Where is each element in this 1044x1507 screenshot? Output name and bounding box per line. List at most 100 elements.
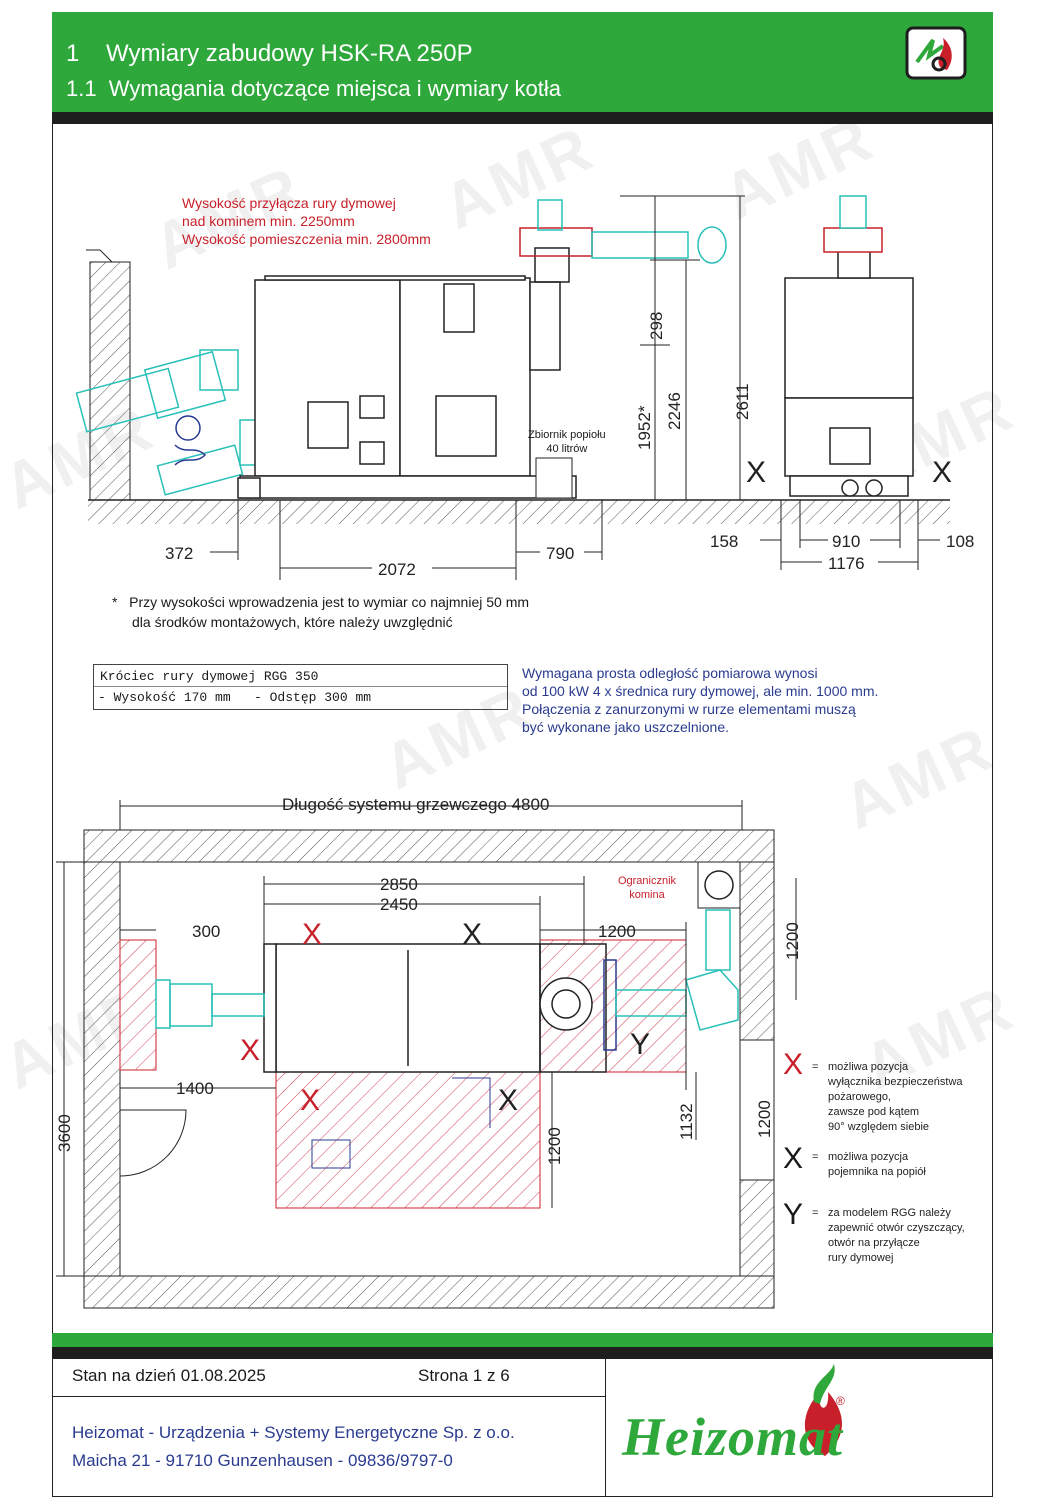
dim-300: 300 [192, 922, 220, 941]
note-line: od 100 kW 4 x średnica rury dymowej, ale… [522, 683, 879, 699]
ash-tank [535, 457, 573, 499]
flue-nozzle-box: Króciec rury dymowej RGG 350 - Wysokość … [93, 664, 508, 710]
boiler-side-view [237, 275, 577, 499]
legend-eq: = [812, 1061, 819, 1073]
dim-1200-right: 1200 [755, 1100, 774, 1138]
boiler-plan-view [263, 943, 617, 1073]
room-wall-right-top [739, 861, 775, 1041]
dim-2611: 2611 [733, 383, 752, 420]
legend-line: otwór na przyłącze [828, 1237, 920, 1249]
brand-wordmark: Heizomat [622, 1407, 843, 1467]
dim-2072: 2072 [378, 560, 416, 579]
legend-line: wyłącznika bezpieczeństwa [828, 1076, 963, 1088]
box-title: Króciec rury dymowej RGG 350 [100, 669, 319, 684]
flue-height-note: Wysokość przyłącza rury dymowej nad komi… [182, 194, 431, 248]
legend-line: zapewnić otwór czyszczący, [828, 1222, 965, 1234]
ash-tank-line: 40 litrów [546, 443, 588, 455]
dim-790: 790 [546, 544, 574, 563]
note-line: Wysokość przyłącza rury dymowej [182, 195, 396, 211]
ash-tank-label: Zbiornik popiołu 40 litrów [528, 428, 606, 456]
dim-1176: 1176 [828, 554, 865, 573]
revision-date: Stan na dzień 01.08.2025 [72, 1366, 266, 1385]
footer-divider [52, 1396, 605, 1397]
heizomat-flame-icon [804, 1364, 842, 1456]
legend-line: możliwa pozycja [828, 1061, 909, 1073]
footnote-line: * Przy wysokości wprowadzenia jest to wy… [112, 594, 530, 610]
legend-line: za modelem RGG należy [828, 1207, 951, 1219]
company-name: Heizomat - Urządzenia + Systemy Energety… [72, 1423, 515, 1442]
header-dark-bar [52, 112, 993, 124]
legend-eq: = [812, 1151, 819, 1163]
black-x-marker: X [498, 1084, 518, 1117]
legend-black-x: X [783, 1142, 804, 1175]
header-band: 1 Wymiary zabudowy HSK-RA 250P 1.1 Wymag… [52, 12, 993, 112]
footnote-line: dla środków montażowych, które należy uw… [132, 614, 453, 630]
y-marker: Y [630, 1028, 650, 1061]
red-x-marker: X [300, 1084, 320, 1117]
clearance-left [119, 939, 157, 1071]
footer-vertical-divider [605, 1359, 606, 1497]
legend-line: pojemnika na popiół [828, 1166, 926, 1178]
dim-1200-top: 1200 [598, 922, 636, 941]
room-wall-left [83, 861, 121, 1277]
footnote: * Przy wysokości wprowadzenia jest to wy… [112, 592, 529, 632]
note-line: Wysokość pomieszczenia min. 2800mm [182, 231, 431, 247]
subsection-title: 1.1 Wymagania dotyczące miejsca i wymiar… [66, 76, 561, 101]
dim-298: 298 [647, 312, 666, 340]
section-title: 1 Wymiary zabudowy HSK-RA 250P [66, 40, 473, 67]
note-line: Połączenia z zanurzonymi w rurze element… [522, 701, 856, 717]
box-divider [94, 686, 507, 687]
room-wall-bottom [83, 1275, 775, 1309]
dim-2850: 2850 [380, 875, 418, 894]
measurement-note: Wymagana prosta odległość pomiarowa wyno… [522, 664, 878, 736]
chimney-flue-icon [704, 870, 734, 900]
dim-372: 372 [165, 544, 193, 563]
legend-red-x-text: możliwa pozycja wyłącznika bezpieczeństw… [828, 1060, 963, 1135]
legend-line: zawsze pod kątem [828, 1106, 920, 1118]
legend-line: 90° względem siebie [828, 1121, 930, 1133]
note-line: być wykonane jako uszczelnione. [522, 719, 730, 735]
limiter-line: Ogranicznik [617, 875, 677, 887]
boiler-front-view [784, 195, 914, 497]
dim-108: 108 [946, 532, 974, 551]
dim-2246: 2246 [665, 392, 684, 430]
limiter-line: komina [629, 889, 665, 901]
dim-1400: 1400 [176, 1079, 214, 1098]
note-line: Wymagana prosta odległość pomiarowa wyno… [522, 665, 818, 681]
dim-1132: 1132 [677, 1103, 696, 1140]
x-marker: X [746, 456, 766, 489]
dim-158: 158 [710, 532, 738, 551]
legend-eq: = [812, 1207, 819, 1219]
registered-mark: ® [836, 1394, 845, 1408]
heizomat-emblem-icon [905, 26, 967, 80]
black-x-marker: X [462, 918, 482, 951]
dim-3600: 3600 [55, 1114, 74, 1152]
floor-hatch [88, 500, 950, 524]
legend-red-x: X [783, 1048, 804, 1081]
red-x-marker: X [240, 1034, 260, 1067]
red-x-marker: X [302, 918, 322, 951]
page-number: Strona 1 z 6 [418, 1366, 510, 1385]
dim-2450: 2450 [380, 895, 418, 914]
chimney-limiter-label: Ogranicznik komina [612, 874, 682, 902]
box-line: - Wysokość 170 mm - Odstęp 300 mm [98, 690, 372, 705]
dim-1952: 1952* [635, 405, 654, 450]
footer-green-bar [52, 1333, 993, 1347]
legend-y-text: za modelem RGG należy zapewnić otwór czy… [828, 1206, 965, 1266]
legend-line: rury dymowej [828, 1252, 894, 1264]
ash-tank-line: Zbiornik popiołu [528, 429, 606, 441]
legend-y: Y [783, 1198, 804, 1231]
dim-1200-bottom: 1200 [545, 1127, 564, 1165]
plan-title: Długość systemu grzewczego 4800 [282, 795, 549, 814]
legend-line: możliwa pozycja [828, 1151, 909, 1163]
feeder-plan [155, 979, 265, 1029]
legend-black-x-text: możliwa pozycja pojemnika na popiół [828, 1150, 926, 1180]
room-wall-top [83, 829, 775, 863]
x-marker: X [932, 456, 952, 489]
dim-1200-right-top: 1200 [783, 922, 802, 960]
footer-dark-bar [52, 1347, 993, 1359]
legend-line: pożarowego, [828, 1091, 891, 1103]
room-wall-right-bottom [739, 1179, 775, 1277]
company-address: Maicha 21 - 91710 Gunzenhausen - 09836/9… [72, 1451, 453, 1470]
